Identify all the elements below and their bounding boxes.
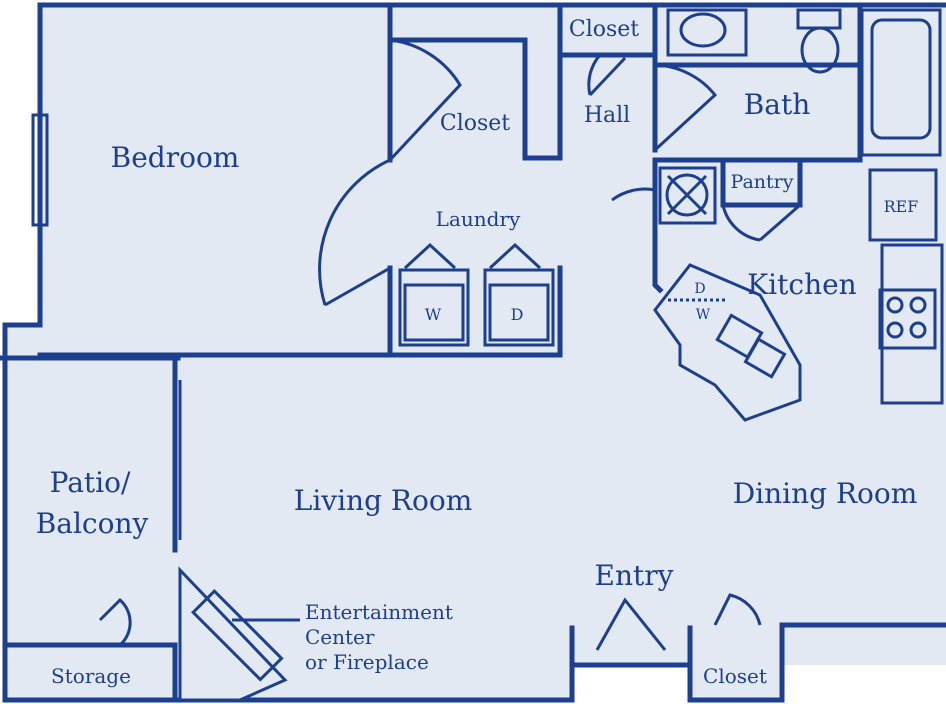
label-entertainment-line3: or Fireplace <box>305 650 429 674</box>
windows <box>31 113 182 540</box>
label-kitchen: Kitchen <box>747 268 856 301</box>
kitchen-fixtures <box>653 166 944 422</box>
label-storage: Storage <box>51 664 131 688</box>
room-labels: Bedroom Closet Closet Hall Bath Laundry … <box>36 17 919 688</box>
label-entertainment-line2: Center <box>305 625 375 649</box>
label-patio-line1: Patio/ <box>50 466 131 499</box>
label-entry-closet: Closet <box>703 664 767 688</box>
bath-fixtures <box>666 8 942 157</box>
label-patio-line2: Balcony <box>36 507 149 540</box>
label-laundry: Laundry <box>436 207 521 231</box>
interior-walls <box>0 2 863 703</box>
label-washer: W <box>425 305 442 324</box>
label-dishwasher-d: D <box>694 281 705 297</box>
label-dining-room: Dining Room <box>733 477 918 510</box>
door-swings <box>98 38 801 651</box>
label-pantry: Pantry <box>731 171 794 193</box>
label-dishwasher-w: W <box>696 307 711 323</box>
label-living-room: Living Room <box>294 484 473 517</box>
label-bedroom: Bedroom <box>111 141 240 174</box>
laundry-appliances <box>398 268 555 347</box>
entertainment-center <box>178 566 300 702</box>
label-entry: Entry <box>595 559 674 592</box>
label-bath: Bath <box>744 88 811 121</box>
label-hall: Hall <box>584 103 630 128</box>
label-hall-closet: Closet <box>569 17 639 42</box>
label-dryer: D <box>511 305 524 324</box>
label-ref: REF <box>884 197 919 216</box>
label-entertainment-line1: Entertainment <box>305 600 453 624</box>
label-bedroom-closet: Closet <box>440 111 510 136</box>
